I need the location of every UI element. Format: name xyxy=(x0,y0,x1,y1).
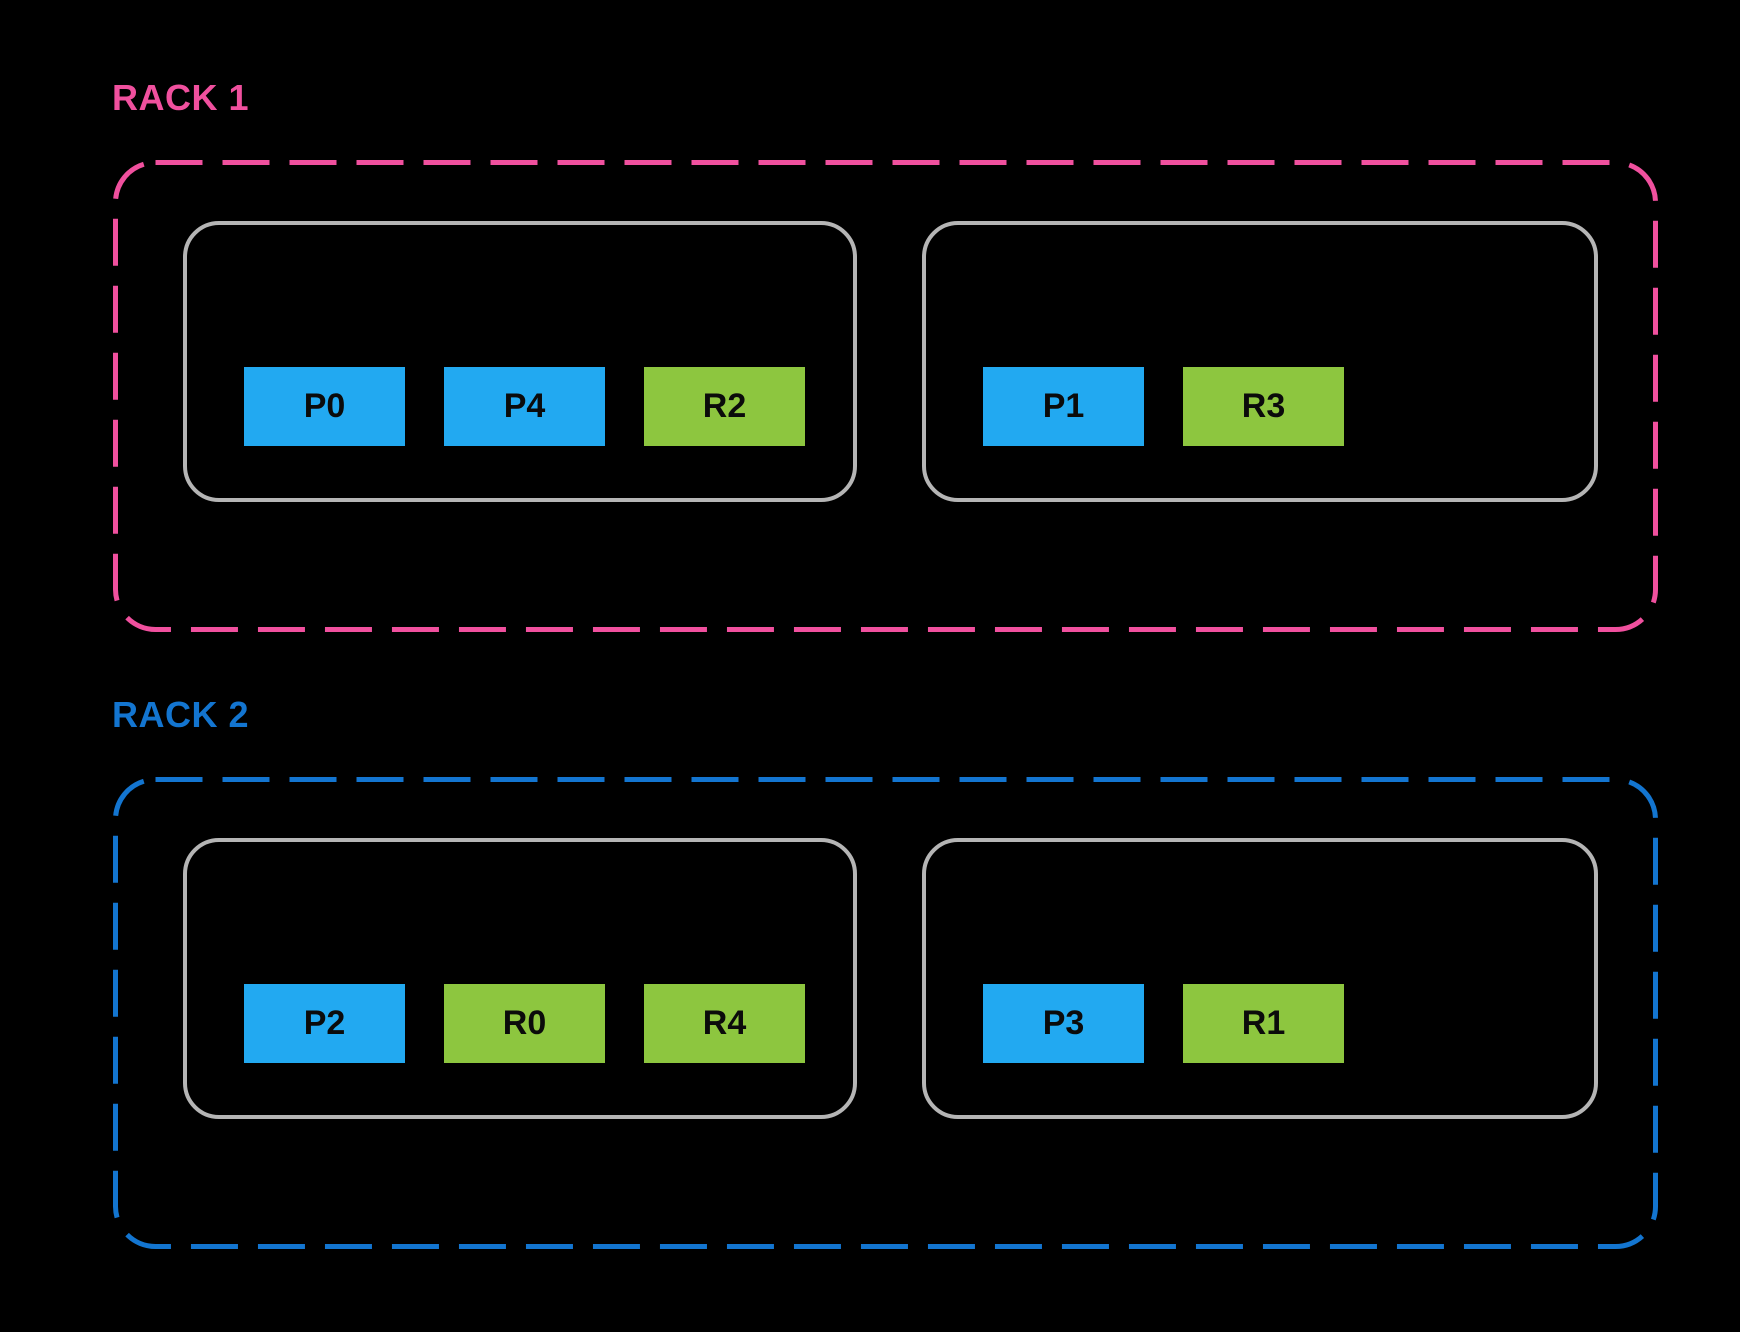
chip-r4: R4 xyxy=(644,984,805,1063)
chip-r3: R3 xyxy=(1183,367,1344,446)
rack1-title: RACK 1 xyxy=(112,77,250,118)
rack2-title: RACK 2 xyxy=(112,694,250,735)
chip-r1: R1 xyxy=(1183,984,1344,1063)
rack2-dashed-border xyxy=(113,777,1658,1249)
chip-r0: R0 xyxy=(444,984,605,1063)
rack1-node-2: P1 R3 xyxy=(922,221,1598,502)
chip-p1: P1 xyxy=(983,367,1144,446)
chip-p3: P3 xyxy=(983,984,1144,1063)
rack2-node-2: P3 R1 xyxy=(922,838,1598,1119)
rack1-node-1: P0 P4 R2 xyxy=(183,221,857,502)
rack1-border-rect xyxy=(113,160,1658,632)
rack2-node-1: P2 R0 R4 xyxy=(183,838,857,1119)
rack2-border-rect xyxy=(113,777,1658,1249)
rack1-dashed-border xyxy=(113,160,1658,632)
chip-p0: P0 xyxy=(244,367,405,446)
chip-p4: P4 xyxy=(444,367,605,446)
chip-p2: P2 xyxy=(244,984,405,1063)
chip-r2: R2 xyxy=(644,367,805,446)
